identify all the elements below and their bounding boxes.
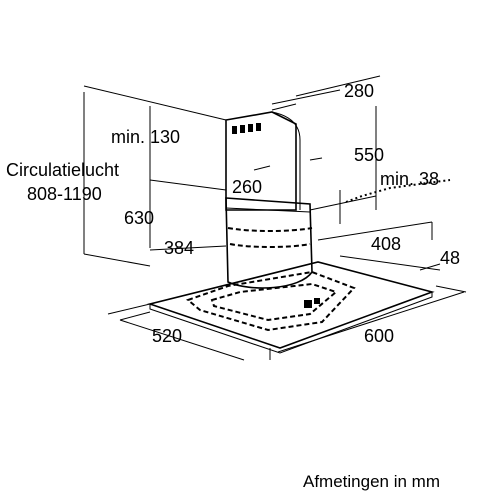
- hood-body-outline: [186, 270, 356, 332]
- label-520: 520: [152, 326, 182, 346]
- hood-drawing: [147, 111, 435, 354]
- label-408: 408: [371, 234, 401, 254]
- label-min-38: min. 38: [380, 169, 439, 189]
- label-circulation-range: 808-1190: [27, 184, 102, 204]
- label-circulation-title: Circulatielucht: [6, 160, 119, 180]
- dimension-labels: 280 min. 130 Circulatielucht 808-1190 55…: [6, 81, 460, 346]
- dimension-lines: [83, 75, 467, 361]
- chimney-upper: [225, 111, 297, 211]
- label-260: 260: [232, 177, 262, 197]
- label-600: 600: [364, 326, 394, 346]
- label-550: 550: [354, 145, 384, 165]
- label-min-130: min. 130: [111, 127, 180, 147]
- hood-inner-outline: [210, 282, 339, 322]
- label-280: 280: [344, 81, 374, 101]
- caption: Afmetingen in mm: [303, 472, 440, 491]
- label-48: 48: [440, 248, 460, 268]
- label-630: 630: [124, 208, 154, 228]
- vent-slots: [232, 123, 261, 134]
- label-384: 384: [164, 238, 194, 258]
- internal-duct-outline: [227, 227, 313, 232]
- chimney-upper-curve: [271, 111, 301, 210]
